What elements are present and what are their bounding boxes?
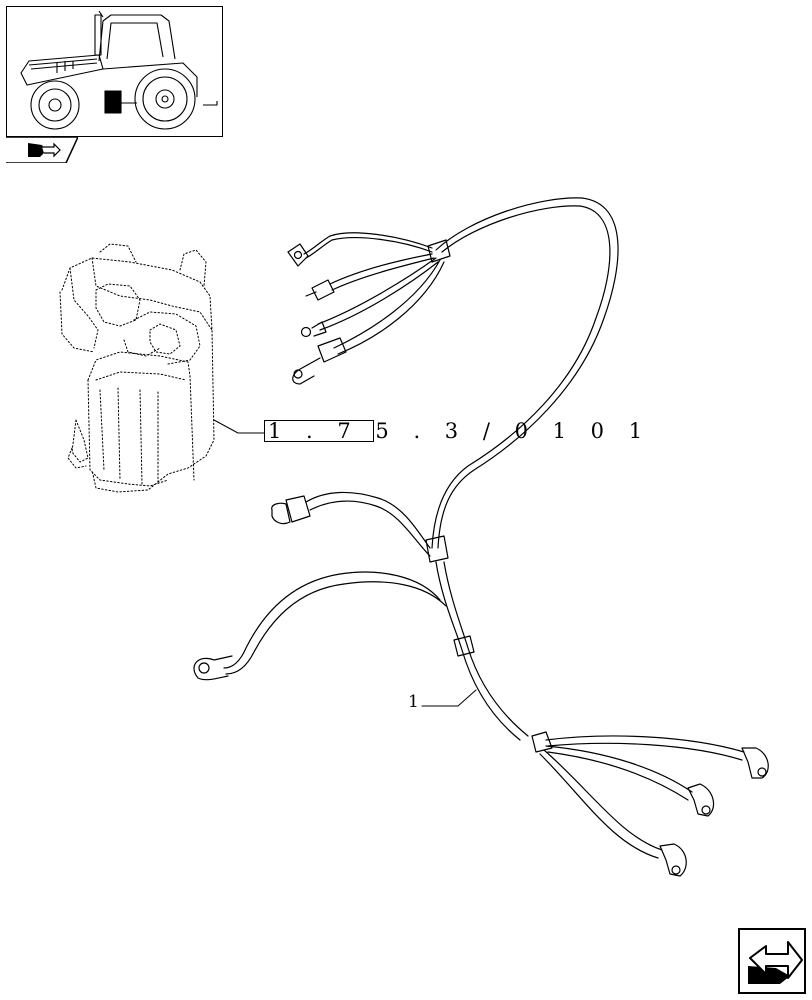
dotted-component [59, 243, 215, 493]
upper-harness [287, 197, 619, 549]
callout-number: 1 [408, 692, 419, 712]
lower-harness [193, 561, 769, 877]
reference-box [264, 420, 374, 442]
section-arrow-icon [6, 137, 78, 163]
tractor-thumbnail-icon [20, 10, 218, 130]
middle-branch [271, 491, 449, 563]
reference-label[interactable]: 1 . 7 5 . 3 / 0 1 0 1 [268, 419, 652, 443]
callout-leader [421, 689, 477, 707]
tractor-thumbnail [6, 6, 223, 137]
next-page-arrow-icon [748, 941, 803, 984]
reference-leader [213, 419, 265, 434]
next-page-button[interactable] [738, 928, 806, 994]
